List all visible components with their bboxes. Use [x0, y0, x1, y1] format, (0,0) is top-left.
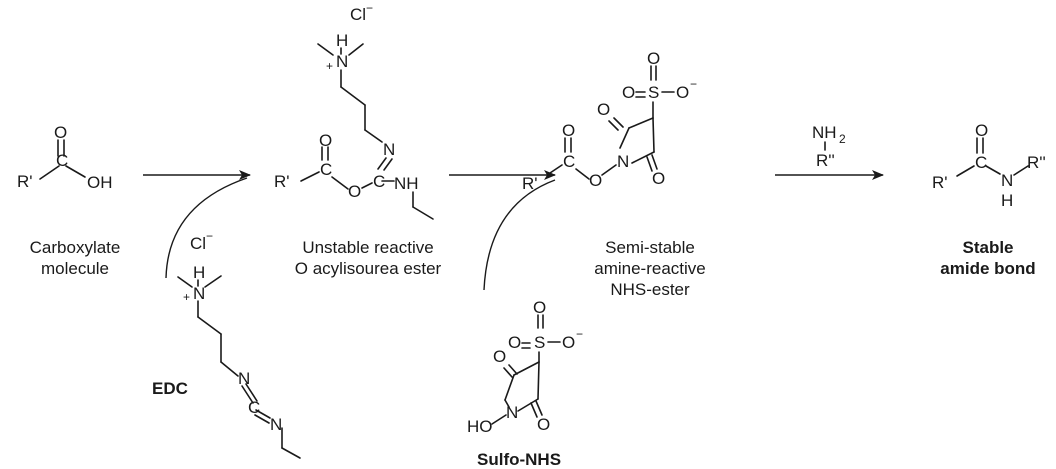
ester-central-c: C	[373, 172, 385, 191]
nhse-carbonyl-o: O	[562, 121, 575, 140]
stable-label-1: Stable	[962, 238, 1013, 257]
nhse-carbonyl-c: C	[563, 152, 575, 171]
snhs-ho: HO	[467, 417, 493, 436]
carboxyl-r: R'	[17, 172, 33, 191]
snhs-n: N	[506, 403, 518, 422]
ester-cl: Cl	[350, 5, 366, 24]
ester-imine-n: N	[383, 140, 395, 159]
edc-n2: N	[238, 369, 250, 388]
edc-cl-charge: −	[206, 229, 213, 243]
snhs-carbonyl-o-2: O	[537, 415, 550, 434]
ester-r: R'	[274, 172, 290, 191]
snhs-carbonyl-o-1: O	[493, 347, 506, 366]
amide-n: N	[1001, 171, 1013, 190]
snhs-s: S	[534, 333, 545, 352]
edc-label: EDC	[152, 379, 188, 398]
amine-subscript: 2	[839, 132, 846, 146]
snhs-o-minus: O	[562, 333, 575, 352]
ester-cl-charge: −	[366, 1, 373, 15]
edc-n: N	[193, 284, 205, 303]
ester-nh: NH	[394, 174, 419, 193]
carboxyl-carbonyl-o: O	[54, 123, 67, 142]
nhse-charge: −	[690, 77, 697, 91]
nhs-ester-structure: O O S O − O N O O C O R'	[522, 49, 697, 193]
amide-r2: R''	[1027, 153, 1046, 172]
sulfo-nhs-label: Sulfo-NHS	[477, 450, 561, 469]
nhse-s: S	[648, 83, 659, 102]
ester-carbonyl-c: C	[320, 160, 332, 179]
ester-n-charge: +	[326, 59, 333, 73]
acylisourea-structure: Cl − H + N N C NH O C O R'	[274, 1, 434, 220]
edc-cl: Cl	[190, 234, 206, 253]
nhse-o-minus: O	[676, 83, 689, 102]
snhs-left-o: O	[508, 333, 521, 352]
snhs-charge: −	[576, 327, 583, 341]
semi-label-2: amine-reactive	[594, 259, 706, 278]
edc-structure: Cl − H + N N C N	[177, 229, 301, 459]
snhs-top-o: O	[533, 298, 546, 317]
nhse-n: N	[617, 152, 629, 171]
edc-c: C	[248, 398, 260, 417]
carboxyl-c: C	[56, 151, 68, 170]
edc-n-charge: +	[183, 290, 190, 304]
sulfo-nhs-structure: O O S O − O N HO O	[467, 298, 583, 436]
edc-h: H	[193, 263, 205, 282]
amide-o: O	[975, 121, 988, 140]
amide-structure: O C R' N H R''	[932, 121, 1046, 210]
edc-n3: N	[270, 415, 282, 434]
carboxylate-structure: O C R' OH	[17, 123, 113, 192]
edc-curved-arrow	[165, 177, 248, 279]
nhse-carbonyl-o-2: O	[652, 169, 665, 188]
carboxylate-label-1: Carboxylate	[30, 238, 121, 257]
amide-h: H	[1001, 191, 1013, 210]
unstable-label-2: O acylisourea ester	[295, 259, 442, 278]
nhse-r: R'	[522, 174, 538, 193]
unstable-label-1: Unstable reactive	[302, 238, 433, 257]
nhse-carbonyl-o-1: O	[597, 100, 610, 119]
ester-carbonyl-o: O	[319, 131, 332, 150]
ester-h: H	[336, 31, 348, 50]
nhse-left-o: O	[622, 83, 635, 102]
ester-o: O	[348, 182, 361, 201]
amine-r: R''	[816, 151, 835, 170]
stable-label-2: amide bond	[940, 259, 1035, 278]
semi-label-1: Semi-stable	[605, 238, 695, 257]
nhse-ester-o: O	[589, 171, 602, 190]
nhse-top-o: O	[647, 49, 660, 68]
ester-n: N	[336, 52, 348, 71]
sulfo-nhs-curved-arrow	[483, 179, 556, 291]
amide-c: C	[975, 153, 987, 172]
semi-label-3: NHS-ester	[610, 280, 690, 299]
carboxylate-label-2: molecule	[41, 259, 109, 278]
amine-nh: NH	[812, 123, 837, 142]
amide-r1: R'	[932, 173, 948, 192]
carboxyl-oh: OH	[87, 173, 113, 192]
